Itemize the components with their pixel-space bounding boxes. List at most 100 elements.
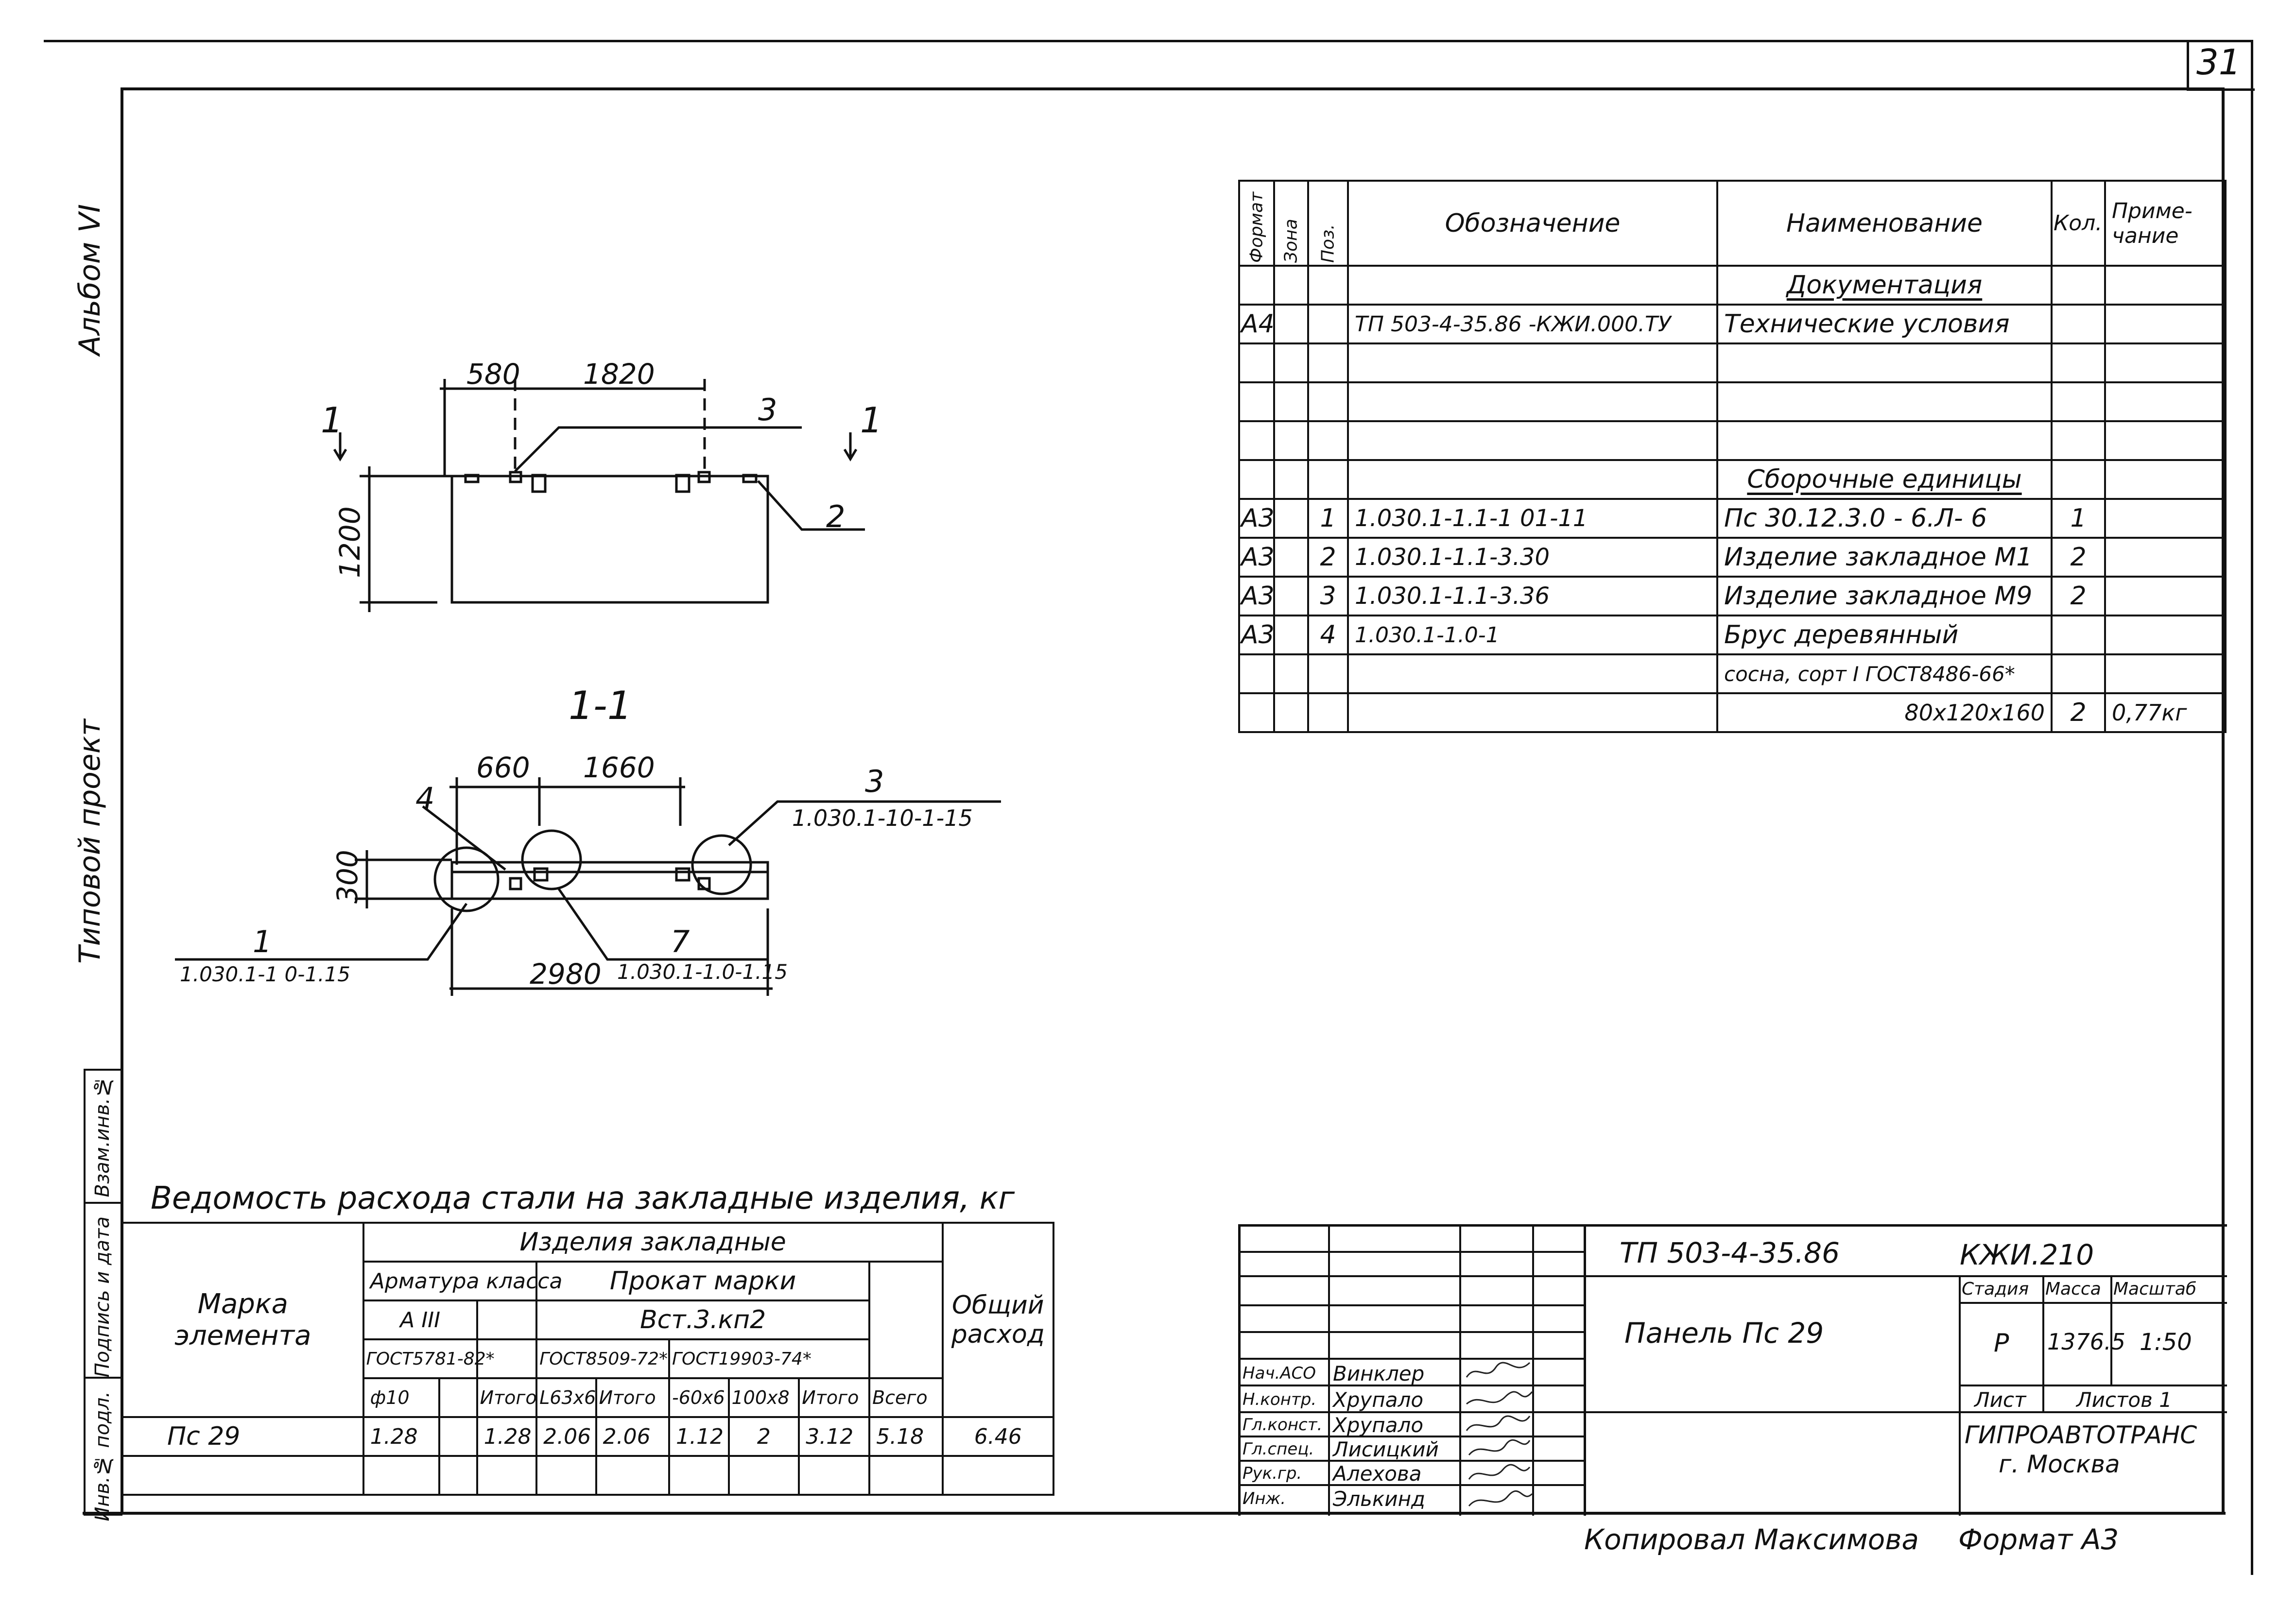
steel-rebar-header: Арматура класса xyxy=(362,1261,562,1301)
steel-value xyxy=(438,1416,478,1457)
spec-name: 80х120х160 xyxy=(1716,692,2053,733)
spec-row: А3 3 1.030.1-1.1-3.36 Изделие закладное … xyxy=(1238,576,2227,616)
spec-h-format: Формат xyxy=(1239,181,1274,266)
steel-col-header: L63х6 xyxy=(535,1377,597,1418)
spec-pos: 4 xyxy=(1307,615,1349,655)
signer-role: Гл.конст. xyxy=(1243,1415,1323,1435)
steel-col-header: Итого xyxy=(595,1377,670,1418)
spec-h-designation: Обозначение xyxy=(1347,180,1718,267)
spec-note xyxy=(2104,615,2227,655)
spec-note xyxy=(2104,537,2227,578)
sheet-format: Формат А3 xyxy=(1958,1523,2119,1556)
frame-inner-left xyxy=(121,87,123,1513)
section-pos-7: 7 xyxy=(671,924,690,959)
steel-value: 2.06 xyxy=(535,1416,597,1457)
steel-col-header: Итого xyxy=(476,1377,538,1418)
steel-col-header: 100х8 xyxy=(727,1377,800,1418)
signer-name: Хрупало xyxy=(1333,1388,1424,1412)
spec-row: А3 1 1.030.1-1.1-1 01-11 Пс 30.12.3.0 - … xyxy=(1238,498,2227,539)
section-pos-1: 1 xyxy=(253,924,272,959)
dim-1820: 1820 xyxy=(583,358,655,391)
spec-pos: 1 xyxy=(1307,498,1349,539)
spec-qty: 1 xyxy=(2051,498,2106,539)
steel-table-title: Ведомость расхода стали на закладные изд… xyxy=(151,1180,1015,1216)
steel-group-header: Изделия закладные xyxy=(362,1222,944,1263)
spec-designation: 1.030.1-1.1-1 01-11 xyxy=(1347,498,1718,539)
top-pos-3: 3 xyxy=(758,392,777,427)
spec-pos: 2 xyxy=(1307,537,1349,578)
stamp-sign: Подпись и дата xyxy=(91,1216,114,1378)
steel-col-header: -60х6 xyxy=(668,1377,730,1418)
scale-label: Масштаб xyxy=(2113,1279,2197,1299)
steel-value: 2 xyxy=(727,1416,800,1457)
steel-std-1: ГОСТ5781-82* xyxy=(362,1338,495,1379)
dim-580: 580 xyxy=(466,358,520,391)
title-item-name: Панель Пс 29 xyxy=(1624,1316,1824,1350)
frame-top-line xyxy=(44,40,2252,42)
steel-mark-header: Марка элемента xyxy=(121,1222,364,1418)
section-title: 1-1 xyxy=(569,683,632,728)
signer-name: Хрупало xyxy=(1333,1413,1424,1437)
doc-designation: ТП 503-4-35.86 -КЖИ.000.ТУ xyxy=(1347,304,1718,344)
sheet-label: Лист xyxy=(1974,1388,2026,1412)
frame-inner-bottom xyxy=(83,1512,2226,1515)
org-city: г. Москва xyxy=(1999,1450,2120,1478)
section-pos-3: 3 xyxy=(865,764,884,799)
spec-row: А3 4 1.030.1-1.0-1 Брус деревянный xyxy=(1238,615,2227,655)
spec-designation: 1.030.1-1.1-3.36 xyxy=(1347,576,1718,616)
steel-std-3: ГОСТ19903-74* xyxy=(668,1338,871,1379)
sheets-label: Листов 1 xyxy=(2076,1388,2172,1412)
steel-total-header: Общий расход xyxy=(941,1222,1055,1418)
steel-value: 3.12 xyxy=(798,1416,871,1457)
page-number: 31 xyxy=(2196,42,2241,83)
doc-format: А4 xyxy=(1238,304,1275,344)
section-assembly: Сборочные единицы xyxy=(1747,465,2022,494)
steel-std-2: ГОСТ8509-72* xyxy=(535,1338,670,1379)
section-pos-4: 4 xyxy=(415,781,434,816)
steel-rolled-grade: Вст.3.кп2 xyxy=(535,1299,871,1340)
spec-qty: 2 xyxy=(2051,692,2106,733)
scale-value: 1:50 xyxy=(2140,1329,2192,1356)
spec-name: Пс 30.12.3.0 - 6.Л- 6 xyxy=(1716,498,2053,539)
spec-designation: 1.030.1-1.0-1 xyxy=(1347,615,1718,655)
dim-1660: 1660 xyxy=(583,751,655,784)
steel-value: 1.28 xyxy=(476,1416,538,1457)
spec-format: А3 xyxy=(1238,615,1275,655)
spec-format: А3 xyxy=(1238,498,1275,539)
spec-h-note: Приме-чание xyxy=(2104,180,2227,267)
stamp-inv: Инв.№ подл. xyxy=(91,1391,114,1522)
org-name: ГИПРОАВТОТРАНС xyxy=(1965,1421,2197,1449)
cut-right-mark: 1 xyxy=(860,400,882,441)
section-pos-3-ref: 1.030.1-10-1-15 xyxy=(792,805,973,831)
title-doc-code: КЖИ.210 xyxy=(1960,1238,2094,1271)
mass-label: Масса xyxy=(2045,1279,2101,1299)
stage-label: Стадия xyxy=(1962,1279,2029,1299)
top-pos-2: 2 xyxy=(826,499,845,534)
spec-row: 80х120х160 2 0,77кг xyxy=(1238,692,2227,733)
spec-h-zone: Зона xyxy=(1274,181,1308,266)
signer-name: Винклер xyxy=(1333,1362,1425,1385)
steel-rebar-class: A III xyxy=(362,1299,478,1340)
spec-h-pos: Поз. xyxy=(1308,181,1348,266)
signer-name: Лисицкий xyxy=(1333,1437,1439,1461)
steel-total: 6.46 xyxy=(941,1416,1055,1457)
dim-1200: 1200 xyxy=(333,506,366,578)
steel-col-header: Итого xyxy=(798,1377,871,1418)
steel-col-header: ф10 xyxy=(362,1377,440,1418)
spec-qty xyxy=(2051,615,2106,655)
spec-h-name: Наименование xyxy=(1716,180,2053,267)
steel-col-header xyxy=(438,1377,478,1418)
steel-rolled-header: Прокат марки xyxy=(535,1261,871,1301)
spec-note xyxy=(2104,498,2227,539)
spec-qty: 2 xyxy=(2051,537,2106,578)
spec-h-qty: Кол. xyxy=(2051,180,2106,267)
stamp-replace: Взам.инв.№ xyxy=(91,1076,114,1197)
steel-table: Марка элемента Изделия закладные Общий р… xyxy=(121,1222,1055,1496)
steel-value: 2.06 xyxy=(595,1416,670,1457)
spec-row: А3 2 1.030.1-1.1-3.30 Изделие закладное … xyxy=(1238,537,2227,578)
dim-2980: 2980 xyxy=(530,957,602,991)
signature-scribbles xyxy=(1466,1362,1533,1506)
spec-name: Брус деревянный xyxy=(1716,615,2053,655)
title-block: Нач.АСО Винклер Н.контр. Хрупало Гл.конс… xyxy=(1238,1224,2227,1516)
title-code: ТП 503-4-35.86 xyxy=(1620,1236,1840,1269)
